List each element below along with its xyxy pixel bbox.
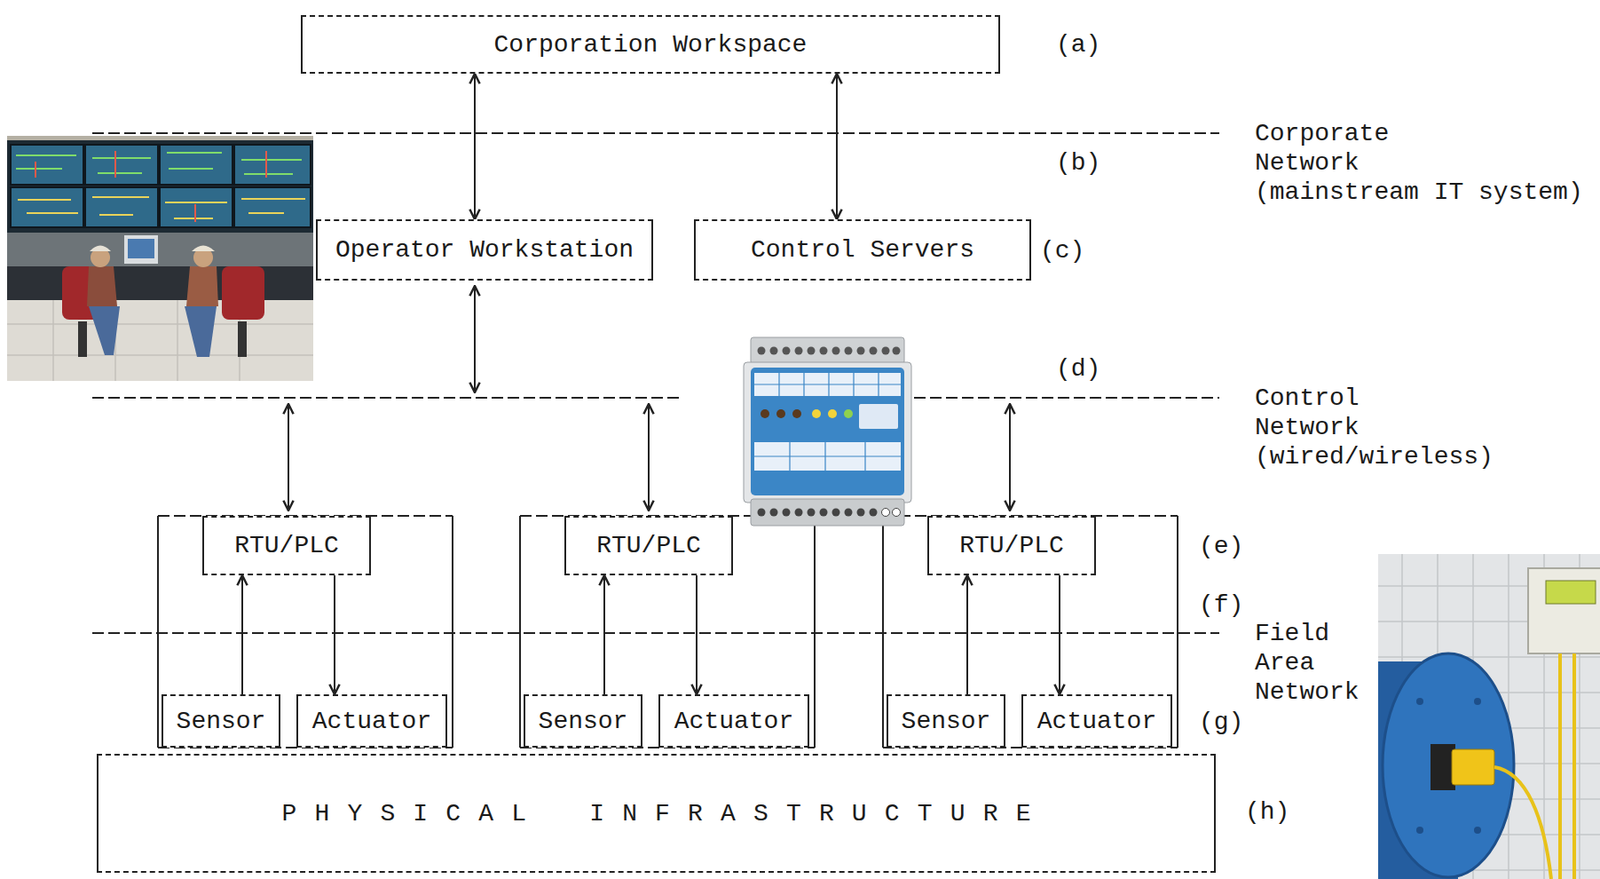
box-text: Operator Workstation [335, 235, 634, 265]
control-room-photo [7, 135, 314, 381]
field-network-line [92, 631, 1220, 634]
box-text: Actuator [1037, 706, 1157, 736]
box-text: RTU/PLC [234, 530, 339, 560]
box-text: Actuator [312, 706, 432, 736]
field-housings [157, 515, 1178, 748]
sensor-box: Sensor [523, 693, 643, 748]
box-text: Sensor [538, 706, 629, 736]
callout-letter: (e) [1198, 531, 1244, 561]
field-housing [157, 515, 453, 748]
sensor-box: Sensor [886, 693, 1006, 748]
box-text: Control Servers [750, 235, 975, 265]
workspace-box: Corporation Workspace [300, 15, 1001, 74]
link-arrow [966, 575, 969, 694]
network-label: Corporate Network (mainstream IT system) [1254, 118, 1584, 207]
link-arrow [1008, 403, 1011, 511]
box-text: Sensor [176, 706, 267, 736]
callout-letter: (a) [1056, 30, 1101, 60]
callout-letter: (d) [1056, 354, 1101, 384]
box-text: Actuator [674, 706, 794, 736]
field-housing [520, 515, 815, 748]
network-lines [92, 133, 1220, 633]
network-label: Control Network (wired/wireless) [1254, 383, 1494, 472]
link-arrow [695, 575, 698, 694]
infrastructure-band: PHYSICAL INFRASTRUCTURE [96, 753, 1216, 873]
box-text: Sensor [901, 706, 992, 736]
workstation-box: Operator Workstation [315, 219, 654, 281]
link-arrow [1058, 575, 1061, 694]
controller-module-photo [743, 337, 912, 526]
sensor-box: Sensor [161, 693, 281, 748]
link-arrow [333, 575, 336, 694]
box-text: RTU/PLC [959, 530, 1065, 560]
callout-letter: (b) [1056, 148, 1101, 178]
callout-letter: (g) [1198, 707, 1244, 737]
control-network-line [92, 396, 684, 399]
actuator-box: Actuator [658, 693, 810, 748]
rtu-plc-box: RTU/PLC [202, 515, 371, 576]
box-text: PHYSICAL INFRASTRUCTURE [263, 798, 1049, 828]
rtu-plc-box: RTU/PLC [564, 515, 734, 576]
link-arrow [835, 73, 838, 220]
box-text: RTU/PLC [596, 530, 702, 560]
link-arrow [287, 403, 290, 511]
server-box: Control Servers [693, 219, 1032, 281]
link-arrow [473, 285, 476, 393]
network-arrows [288, 285, 1010, 511]
link-arrow [473, 73, 476, 220]
callout-letter: (h) [1245, 796, 1290, 827]
actuator-box: Actuator [1021, 693, 1173, 748]
network-label: Field Area Network [1254, 618, 1360, 707]
callout-letter: (f) [1198, 590, 1244, 620]
link-arrow [647, 403, 650, 511]
callout-letter: (c) [1040, 236, 1085, 266]
corporate-network-line [92, 132, 1220, 134]
link-arrow [603, 575, 606, 694]
field-housing [882, 515, 1178, 748]
actuator-box: Actuator [296, 693, 448, 748]
control-network-line [914, 396, 1220, 399]
box-text: Corporation Workspace [494, 30, 808, 60]
link-arrow [241, 575, 244, 694]
rtu-plc-box: RTU/PLC [927, 515, 1096, 576]
tank-sensor-photo [1378, 553, 1600, 879]
